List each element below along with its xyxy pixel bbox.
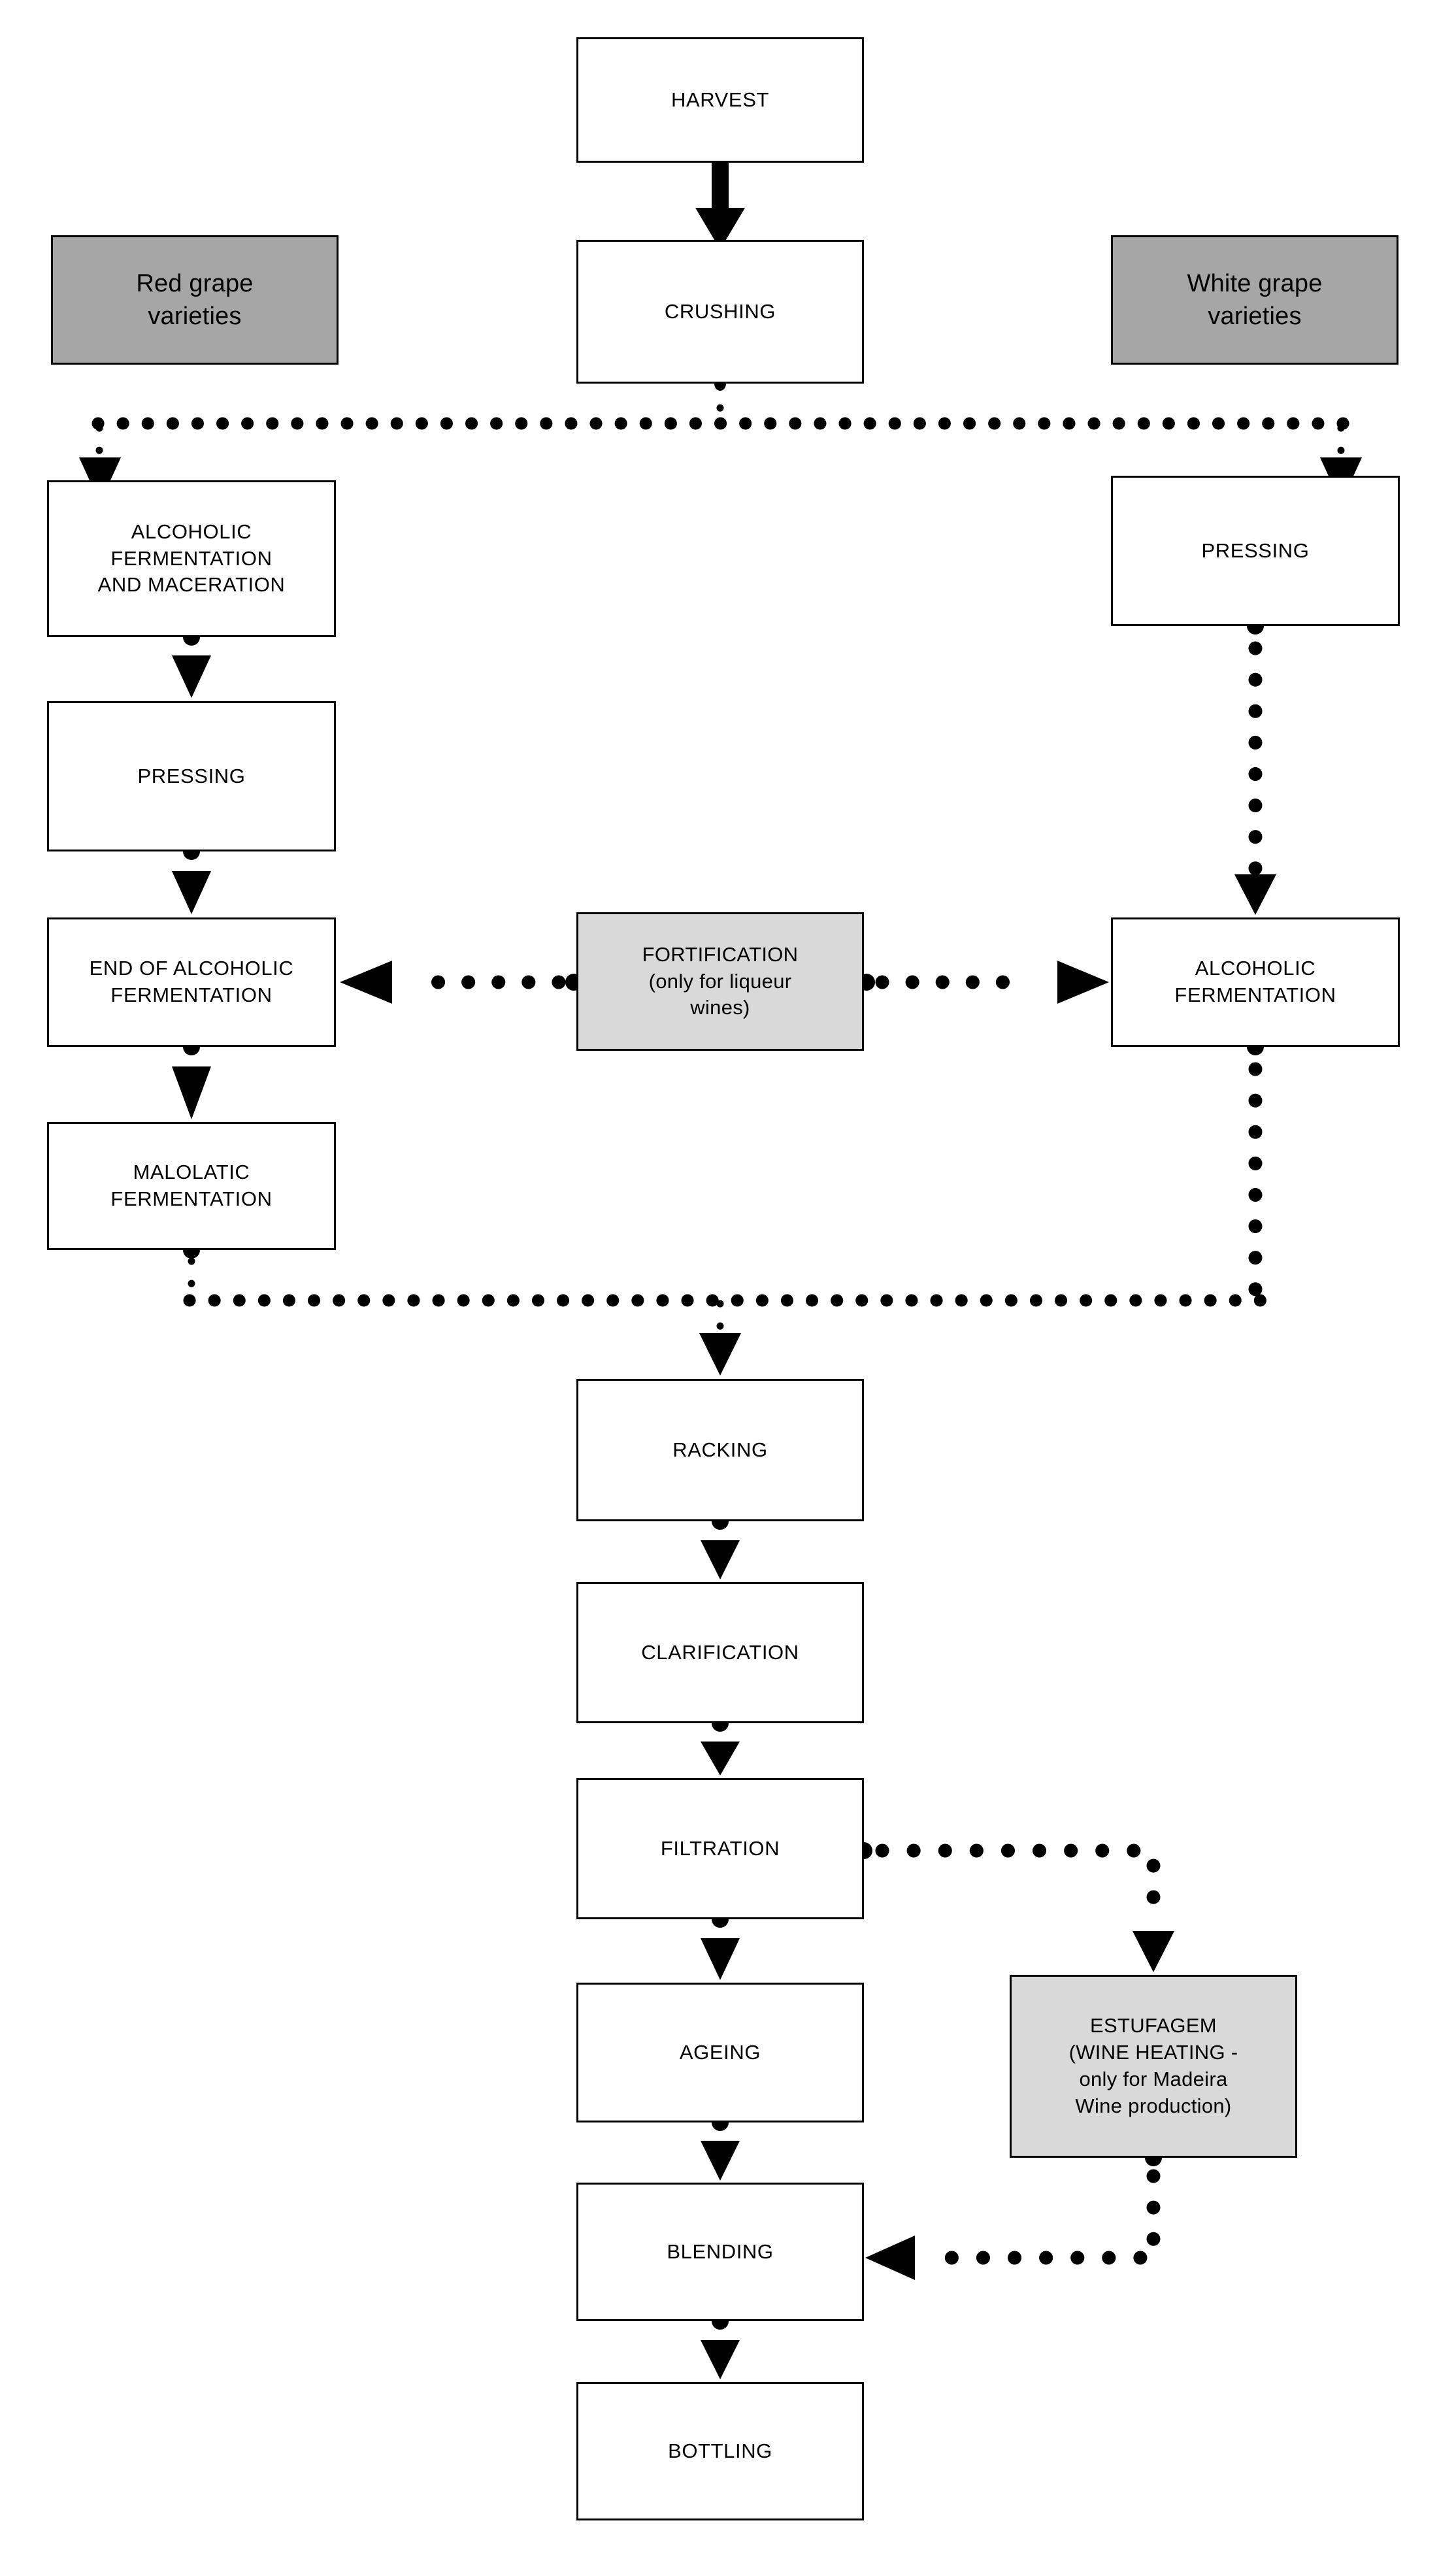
node-ageing[interactable]: AGEING xyxy=(576,1983,864,2122)
node-red-grape-varieties[interactable]: Red grape varieties xyxy=(51,235,339,365)
node-malolatic-fermentation-label: MALOLATIC FERMENTATION xyxy=(110,1161,273,1210)
node-alcoholic-fermentation-white-label: ALCOHOLIC FERMENTATION xyxy=(1174,957,1336,1006)
edge-filtration-to-estufagem xyxy=(855,1842,1174,1972)
node-pressing-red[interactable]: PRESSING xyxy=(47,701,336,851)
node-bottling-label: BOTTLING xyxy=(668,2439,772,2462)
node-white-grape-varieties-label: White grape varieties xyxy=(1187,269,1323,330)
node-harvest-label: HARVEST xyxy=(670,88,770,111)
node-racking[interactable]: RACKING xyxy=(576,1379,864,1521)
node-alcoholic-fermentation-white[interactable]: ALCOHOLIC FERMENTATION xyxy=(1111,917,1400,1047)
node-fortification-label: FORTIFICATION (only for liqueur wines) xyxy=(642,942,799,1019)
node-harvest[interactable]: HARVEST xyxy=(576,37,864,163)
node-bottling[interactable]: BOTTLING xyxy=(576,2382,864,2520)
edge-fortification-to-alcferm xyxy=(858,961,1109,1004)
node-ageing-label: AGEING xyxy=(679,2040,761,2064)
node-alcoholic-fermentation-and-maceration-label: ALCOHOLIC FERMENTATION AND MACERATION xyxy=(97,520,286,597)
node-end-of-alcoholic-fermentation-label: END OF ALCOHOLIC FERMENTATION xyxy=(89,957,294,1006)
edge-pressing-to-endalc xyxy=(172,843,211,914)
node-estufagem-label: ESTUFAGEM (WINE HEATING - only for Madei… xyxy=(1068,2014,1238,2117)
edge-alcferm-to-pressing xyxy=(172,629,211,698)
node-malolatic-fermentation[interactable]: MALOLATIC FERMENTATION xyxy=(47,1122,336,1250)
edge-filtration-to-ageing xyxy=(701,1911,740,1980)
node-clarification-label: CLARIFICATION xyxy=(641,1640,799,1664)
node-pressing-white-label: PRESSING xyxy=(1201,538,1310,562)
edge-endalc-to-malolactic xyxy=(172,1038,211,1119)
edge-racking-to-clarification xyxy=(701,1513,740,1579)
edge-clarification-to-filtration xyxy=(701,1715,740,1775)
edge-bottom-dotted-bus xyxy=(183,1038,1268,1376)
node-filtration[interactable]: FILTRATION xyxy=(576,1778,864,1919)
node-pressing-red-label: PRESSING xyxy=(137,764,246,787)
edge-blending-to-bottling xyxy=(701,2313,740,2379)
node-filtration-label: FILTRATION xyxy=(660,1836,780,1860)
node-blending-label: BLENDING xyxy=(667,2239,774,2263)
edge-pressingwhite-to-alcferm xyxy=(1234,618,1276,915)
node-alcoholic-fermentation-and-maceration[interactable]: ALCOHOLIC FERMENTATION AND MACERATION xyxy=(47,480,336,637)
edge-estufagem-to-blending xyxy=(865,2149,1162,2280)
node-end-of-alcoholic-fermentation[interactable]: END OF ALCOHOLIC FERMENTATION xyxy=(47,917,336,1047)
edge-harvest-to-crushing xyxy=(695,156,745,250)
node-crushing-label: CRUSHING xyxy=(664,299,776,323)
node-blending[interactable]: BLENDING xyxy=(576,2183,864,2321)
edge-ageing-to-blending xyxy=(701,2114,740,2181)
node-estufagem[interactable]: ESTUFAGEM (WINE HEATING - only for Madei… xyxy=(1010,1975,1297,2158)
node-racking-label: RACKING xyxy=(672,1438,768,1461)
node-crushing[interactable]: CRUSHING xyxy=(576,240,864,384)
node-white-grape-varieties[interactable]: White grape varieties xyxy=(1111,235,1398,365)
node-clarification[interactable]: CLARIFICATION xyxy=(576,1582,864,1723)
node-red-grape-varieties-label: Red grape varieties xyxy=(136,269,254,330)
node-pressing-white[interactable]: PRESSING xyxy=(1111,476,1400,626)
node-fortification[interactable]: FORTIFICATION (only for liqueur wines) xyxy=(576,912,864,1051)
edge-fortification-to-endalc xyxy=(340,961,582,1004)
